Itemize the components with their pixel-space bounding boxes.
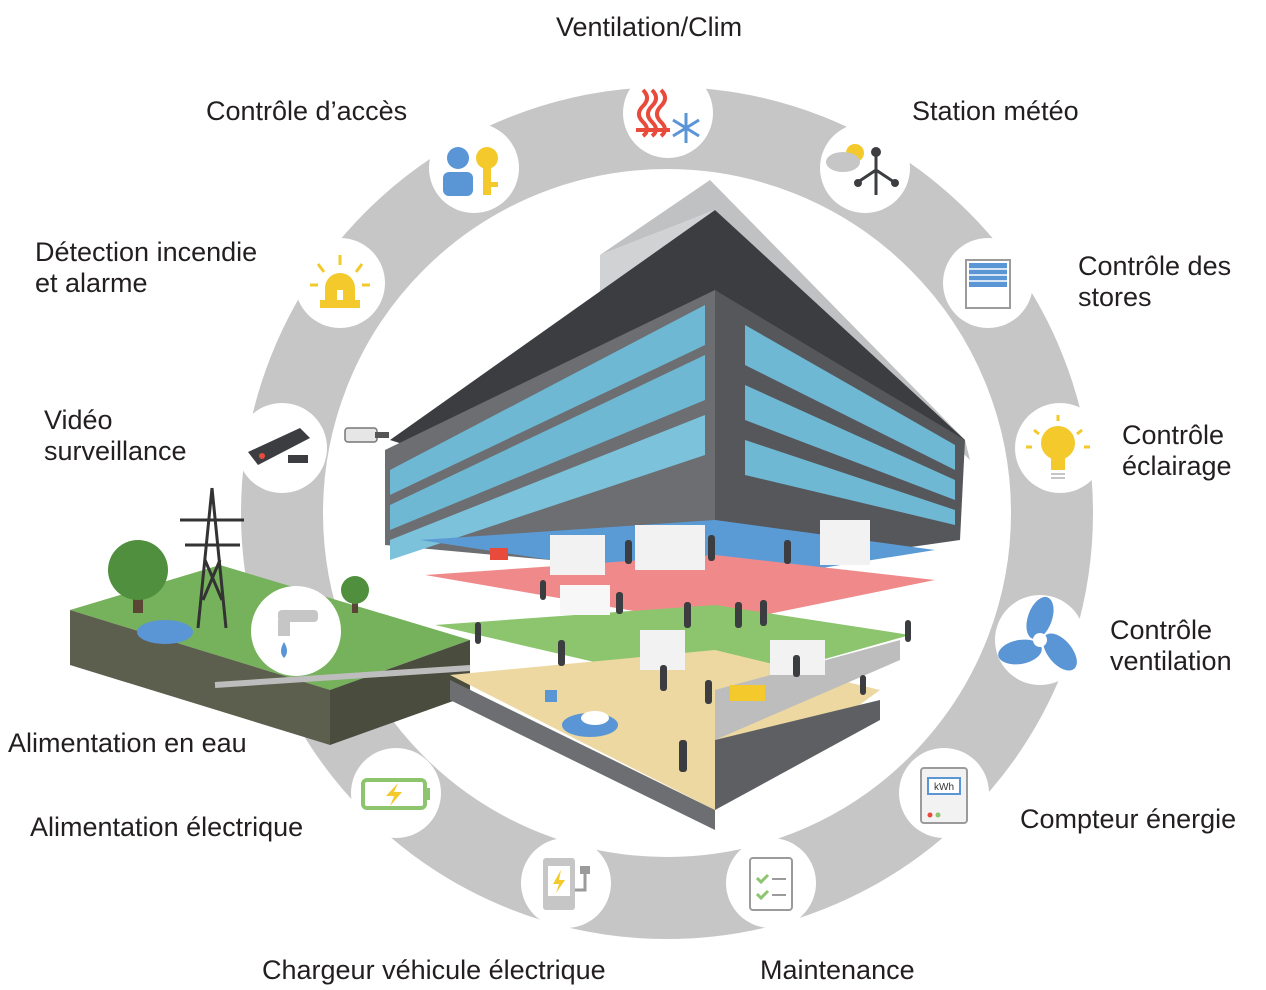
- landscape: [70, 487, 471, 745]
- video-surveillance-icon: [237, 403, 327, 493]
- lighting-control-icon: [1015, 403, 1105, 493]
- label-fire-alarm: Détection incendie et alarme: [35, 237, 258, 298]
- fire-alarm-icon: [295, 238, 385, 328]
- blinds-control-icon: [943, 238, 1033, 328]
- label-ev-charger: Chargeur véhicule électrique: [262, 955, 606, 985]
- label-maintenance: Maintenance: [760, 955, 915, 985]
- tree-icon: [108, 540, 168, 613]
- label-power-supply: Alimentation électrique: [30, 812, 304, 842]
- energy-meter-icon: kWh: [899, 748, 989, 838]
- label-energy-meter: Compteur énergie: [1020, 804, 1237, 834]
- window-band: [745, 385, 955, 500]
- label-access-control: Contrôle d’accès: [206, 96, 408, 126]
- people: [475, 535, 911, 772]
- window-band: [745, 440, 955, 525]
- window-band: [390, 355, 705, 530]
- maintenance-icon: [726, 838, 816, 928]
- window-band: [390, 415, 705, 560]
- label-weather-station: Station météo: [912, 96, 1079, 126]
- access-control-icon: [429, 123, 519, 213]
- ventilation-clim-icon: [623, 68, 713, 158]
- water-supply-icon: [251, 586, 341, 676]
- window-band: [745, 325, 955, 470]
- building-camera-icon: [344, 427, 389, 443]
- label-water-supply: Alimentation en eau: [8, 728, 247, 758]
- power-supply-icon: [351, 748, 441, 838]
- tree-icon: [341, 576, 369, 613]
- label-ventilation-clim: Ventilation/Clim: [556, 12, 743, 42]
- label-ventilation-control: Contrôle ventilation: [1110, 615, 1232, 676]
- window-band: [390, 305, 705, 495]
- ventilation-control-icon: [995, 595, 1085, 685]
- power-pylon-icon: [180, 487, 244, 629]
- weather-station-icon: [820, 123, 910, 213]
- label-video-surveillance: Vidéo surveillance: [44, 405, 187, 466]
- kwh-label: kWh: [934, 782, 954, 793]
- ev-charger-icon: [521, 838, 611, 928]
- electric-car: [562, 711, 618, 737]
- label-lighting-control: Contrôle éclairage: [1122, 420, 1232, 481]
- building: [385, 180, 970, 830]
- label-blinds-control: Contrôle des stores: [1078, 251, 1232, 312]
